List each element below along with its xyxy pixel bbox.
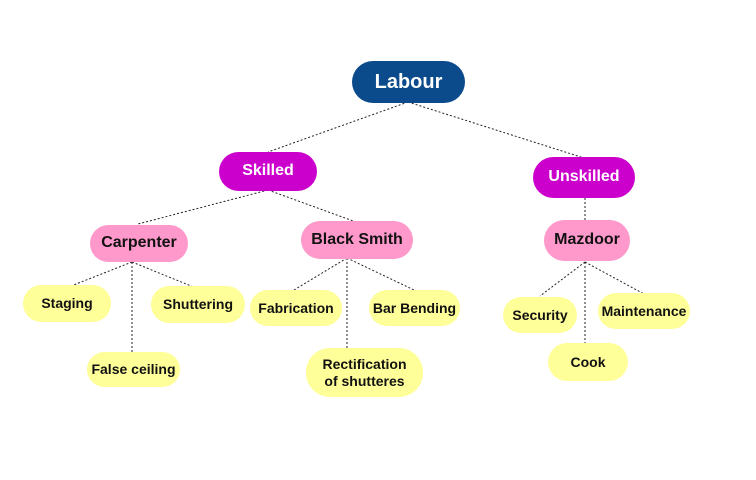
node-skilled: Skilled [219,152,317,191]
node-shuttering: Shuttering [151,286,245,323]
node-unskilled: Unskilled [533,157,635,198]
node-bar-bending: Bar Bending [369,290,460,326]
connector-skilled-black-smith [267,189,357,223]
node-staging: Staging [23,285,111,322]
connector-labour-unskilled [407,101,585,159]
connector-skilled-carpenter [137,189,269,225]
node-cook: Cook [548,343,628,381]
connector-mazdoor-maintenance [584,261,645,295]
node-security: Security [503,297,577,333]
node-carpenter: Carpenter [90,225,188,262]
node-black-smith: Black Smith [301,221,413,259]
node-labour: Labour [352,61,465,103]
connector-labour-skilled [267,101,409,153]
connector-carpenter-shuttering [131,261,197,289]
node-mazdoor: Mazdoor [544,220,630,261]
connector-black-smith-bar-bending [346,257,415,291]
connector-mazdoor-security [539,261,586,297]
node-maintenance: Maintenance [598,293,690,329]
node-rectification-of-shutteres: Rectification of shutteres [306,348,423,397]
node-false-ceiling: False ceiling [87,352,180,387]
node-fabrication: Fabrication [250,290,342,326]
connector-black-smith-fabrication [293,257,348,291]
